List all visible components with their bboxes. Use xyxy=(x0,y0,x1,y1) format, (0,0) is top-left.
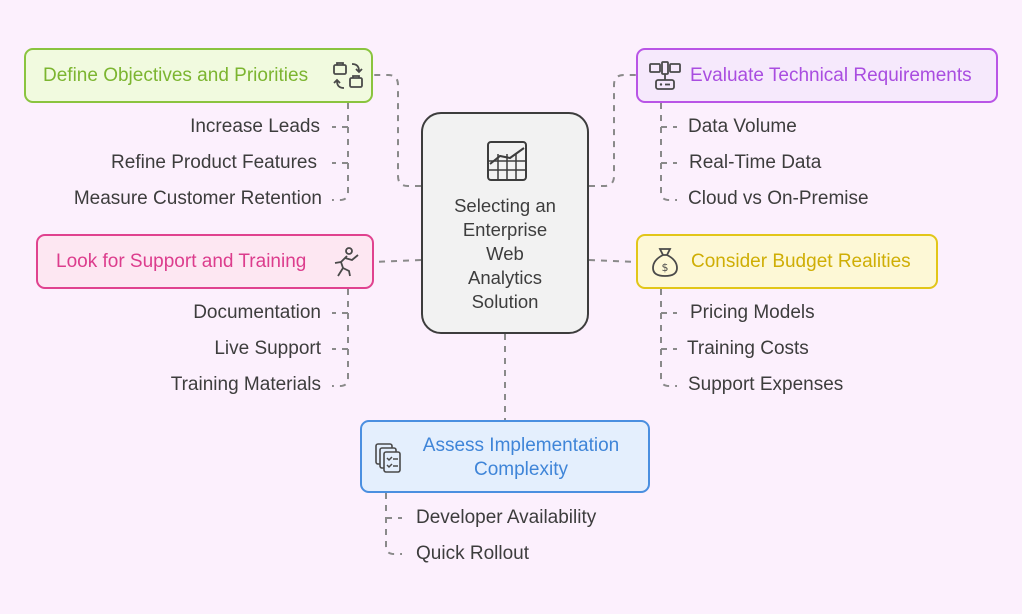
branch-title-line: Complexity xyxy=(474,459,568,480)
central-topic-line: Solution xyxy=(471,291,539,312)
sub-item: Support Expenses xyxy=(688,374,844,395)
briefcase-swap-icon xyxy=(332,60,364,92)
sub-item: Measure Customer Retention xyxy=(73,188,322,209)
sub-item: Training Materials xyxy=(170,374,321,395)
branch-define-objectives: Define Objectives and Priorities xyxy=(24,48,373,103)
sub-item: Live Support xyxy=(214,338,321,359)
person-pointing-icon xyxy=(330,246,362,278)
branch-title: Consider Budget Realities xyxy=(691,250,911,272)
branch-title: Look for Support and Training xyxy=(56,250,307,272)
sub-item: Cloud vs On-Premise xyxy=(688,188,869,209)
sub-item: Refine Product Features xyxy=(111,152,317,173)
branch-title: Evaluate Technical Requirements xyxy=(690,64,972,86)
sub-item: Training Costs xyxy=(687,338,809,359)
branch-support-training: Look for Support and Training xyxy=(36,234,374,289)
central-topic-line: Enterprise xyxy=(462,219,548,240)
svg-text:$: $ xyxy=(662,261,669,274)
sub-item: Documentation xyxy=(193,302,321,323)
sub-item: Real-Time Data xyxy=(689,152,822,173)
central-topic-node: Selecting an Enterprise Web Analytics So… xyxy=(421,112,589,334)
branch-budget: $ Consider Budget Realities xyxy=(636,234,938,289)
central-topic-line: Analytics xyxy=(467,267,543,288)
central-topic-line: Selecting an xyxy=(454,195,556,216)
central-topic-title: Selecting an Enterprise Web Analytics So… xyxy=(423,194,587,314)
branch-title: Assess Implementation Complexity xyxy=(410,434,632,482)
sub-item: Developer Availability xyxy=(416,507,597,528)
sub-item: Data Volume xyxy=(688,116,797,137)
sub-item: Pricing Models xyxy=(690,302,815,323)
money-bag-icon: $ xyxy=(650,246,680,278)
central-topic-line: Web xyxy=(486,243,524,264)
checklist-icon xyxy=(374,442,404,474)
network-devices-icon xyxy=(648,60,682,92)
branch-implementation: Assess Implementation Complexity xyxy=(360,420,650,493)
branch-title-line: Assess Implementation xyxy=(422,435,620,456)
sub-item: Quick Rollout xyxy=(416,543,529,564)
branch-title: Define Objectives and Priorities xyxy=(43,64,309,86)
sub-item: Increase Leads xyxy=(190,116,320,137)
branch-evaluate-technical: Evaluate Technical Requirements xyxy=(636,48,998,103)
chart-icon xyxy=(486,140,528,182)
